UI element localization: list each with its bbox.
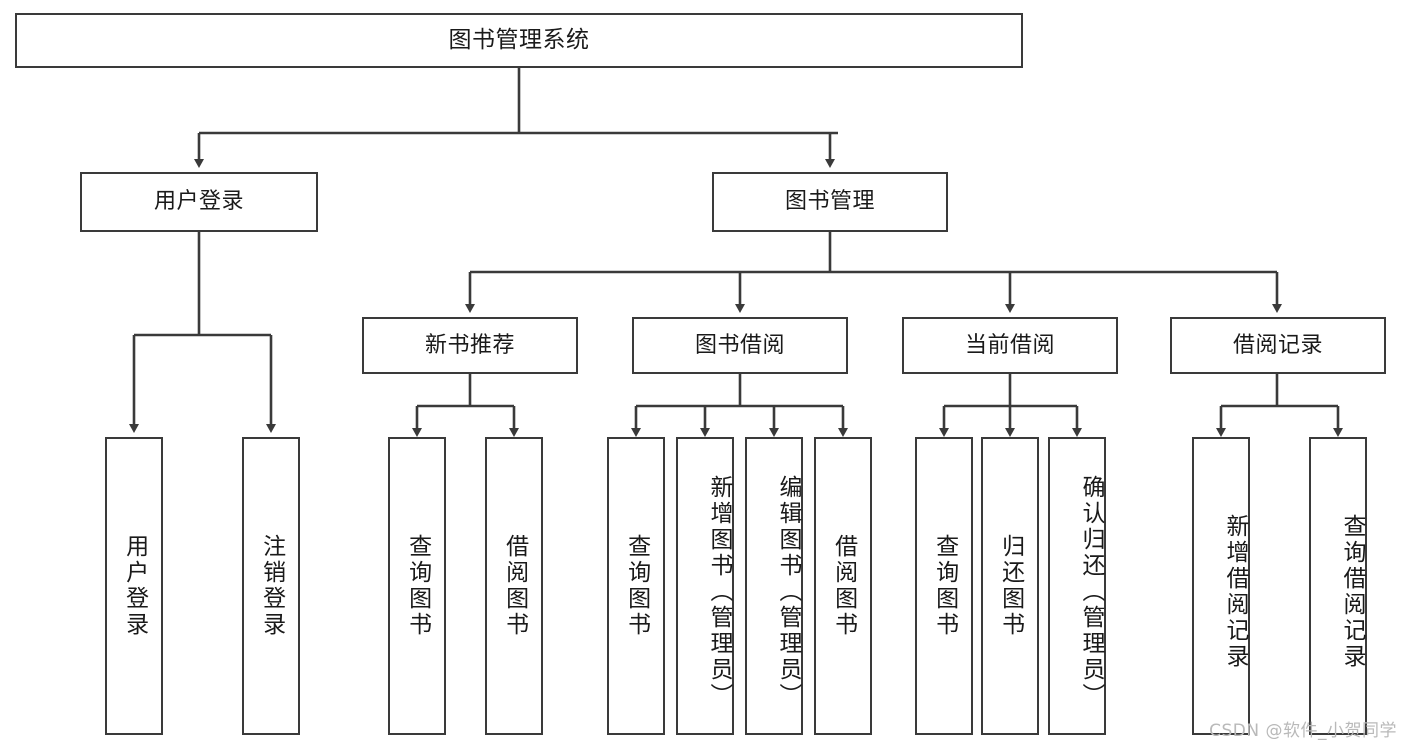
node-label: 新增借阅记录 [1222, 514, 1248, 670]
node-label: 新书推荐 [424, 332, 515, 358]
node-label: 查询图书 [404, 534, 431, 638]
node-label: 查询图书 [623, 534, 650, 638]
node-label: 借阅图书 [501, 534, 528, 638]
node-label: 编辑图书（管理员） [775, 475, 801, 709]
watermark-text: CSDN @软件_小贺同学 [1209, 721, 1397, 741]
node-new-book-recommend[interactable]: 新书推荐 [362, 317, 578, 374]
node-leaf-return-book[interactable]: 归还图书 [981, 437, 1039, 735]
node-book-management[interactable]: 图书管理 [712, 172, 948, 232]
node-leaf-borrow-book-1[interactable]: 借阅图书 [485, 437, 543, 735]
node-label: 借阅图书 [830, 534, 857, 638]
node-book-borrow[interactable]: 图书借阅 [632, 317, 848, 374]
node-leaf-query-record[interactable]: 查询借阅记录 [1309, 437, 1367, 735]
node-label: 图书管理 [784, 189, 875, 215]
node-leaf-add-book[interactable]: 新增图书（管理员） [676, 437, 734, 735]
node-label: 用户登录 [153, 189, 244, 215]
node-label: 图书管理系统 [448, 26, 590, 53]
node-label: 查询图书 [931, 534, 958, 638]
node-label: 归还图书 [997, 534, 1024, 638]
node-leaf-borrow-book-2[interactable]: 借阅图书 [814, 437, 872, 735]
node-leaf-edit-book[interactable]: 编辑图书（管理员） [745, 437, 803, 735]
node-leaf-logout-login[interactable]: 注销登录 [242, 437, 300, 735]
node-label: 用户登录 [121, 534, 148, 638]
node-label: 图书借阅 [694, 332, 785, 358]
node-leaf-query-book-1[interactable]: 查询图书 [388, 437, 446, 735]
node-label: 注销登录 [258, 534, 285, 638]
node-current-borrow[interactable]: 当前借阅 [902, 317, 1118, 374]
node-leaf-user-login[interactable]: 用户登录 [105, 437, 163, 735]
node-label: 借阅记录 [1232, 332, 1323, 358]
node-label: 新增图书（管理员） [706, 475, 732, 709]
node-leaf-query-book-2[interactable]: 查询图书 [607, 437, 665, 735]
node-label: 查询借阅记录 [1339, 514, 1365, 670]
node-book-management-system[interactable]: 图书管理系统 [15, 13, 1023, 68]
node-label: 确认归还（管理员） [1078, 475, 1104, 709]
node-leaf-confirm-return[interactable]: 确认归还（管理员） [1048, 437, 1106, 735]
node-borrow-record[interactable]: 借阅记录 [1170, 317, 1386, 374]
node-user-login[interactable]: 用户登录 [80, 172, 318, 232]
node-leaf-query-book-3[interactable]: 查询图书 [915, 437, 973, 735]
node-leaf-add-record[interactable]: 新增借阅记录 [1192, 437, 1250, 735]
node-label: 当前借阅 [964, 332, 1055, 358]
